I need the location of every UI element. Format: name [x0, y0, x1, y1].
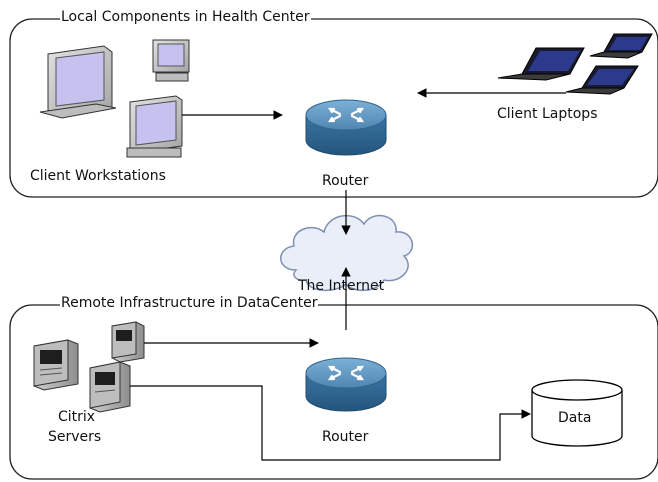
workstation-icon: [152, 39, 190, 82]
laptop-icon: [497, 47, 585, 81]
router-top-label: Router: [322, 173, 369, 189]
laptop-icon: [589, 33, 653, 59]
citrix-label-line1: Citrix: [58, 409, 96, 425]
server-icon: [111, 321, 145, 363]
local-group-title: Local Components in Health Center: [60, 9, 311, 25]
router-icon: [305, 99, 387, 156]
remote-group-title: Remote Infrastructure in DataCenter: [60, 295, 319, 311]
connector-server-to-data: [130, 385, 531, 461]
server-icon: [33, 339, 79, 391]
database-icon: [531, 379, 623, 447]
workstation-icon: [39, 45, 117, 119]
router-icon: [305, 357, 387, 412]
internet-cloud-icon: [280, 214, 414, 292]
laptop-icon: [565, 65, 639, 95]
local-components-group-box: [9, 18, 658, 198]
server-icon: [89, 361, 131, 413]
citrix-label-line2: Servers: [48, 429, 102, 445]
client-workstations-label: Client Workstations: [30, 168, 166, 184]
client-laptops-label: Client Laptops: [497, 106, 598, 122]
data-label: Data: [558, 410, 592, 426]
workstation-icon: [126, 95, 183, 158]
remote-infrastructure-group-box: [9, 304, 658, 480]
router-bottom-label: Router: [322, 429, 369, 445]
internet-label: The Internet: [298, 278, 385, 294]
